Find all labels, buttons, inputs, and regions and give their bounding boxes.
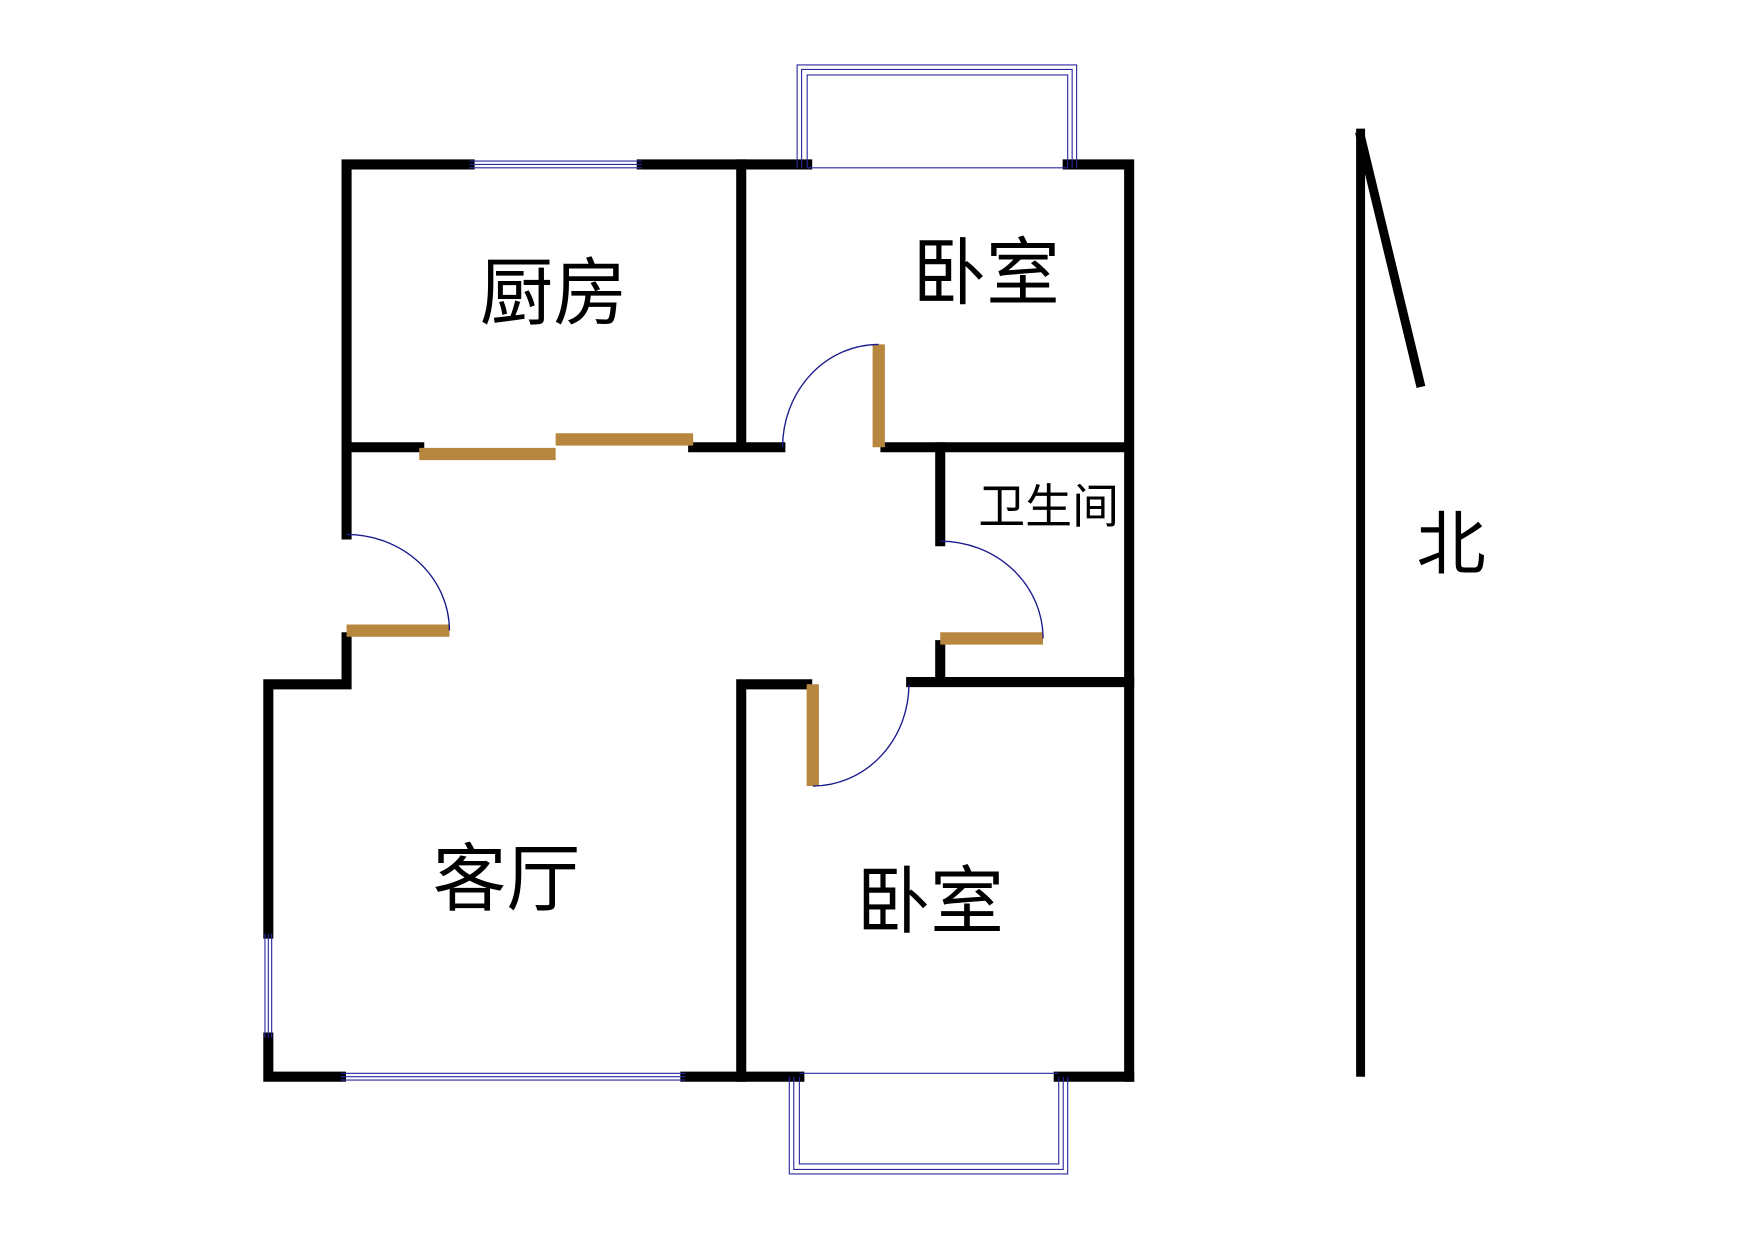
room-label-living-room: 客厅 (433, 838, 581, 923)
windows (264, 64, 1078, 1175)
door-swing-bedroom-north (781, 343, 879, 448)
balcony-north (796, 64, 1078, 169)
balcony-south (788, 1072, 1069, 1175)
room-label-bathroom: 卫生间 (978, 480, 1119, 535)
room-label-bedroom-south: 卧室 (856, 860, 1004, 945)
north-arrow-head (1355, 130, 1426, 388)
room-label-bedroom-north: 卧室 (912, 232, 1060, 317)
room-label-kitchen: 厨房 (480, 252, 628, 337)
door-swing-bathroom (940, 540, 1044, 639)
door-swing-entrance (346, 533, 451, 631)
doors (346, 343, 1044, 787)
room-labels: 厨房 卧室 卫生间 客厅 卧室 (433, 232, 1119, 945)
walls (263, 159, 1135, 1082)
north-label: 北 (1416, 505, 1485, 585)
door-swing-bedroom-south (812, 684, 910, 787)
north-arrow: 北 (1355, 128, 1486, 1077)
